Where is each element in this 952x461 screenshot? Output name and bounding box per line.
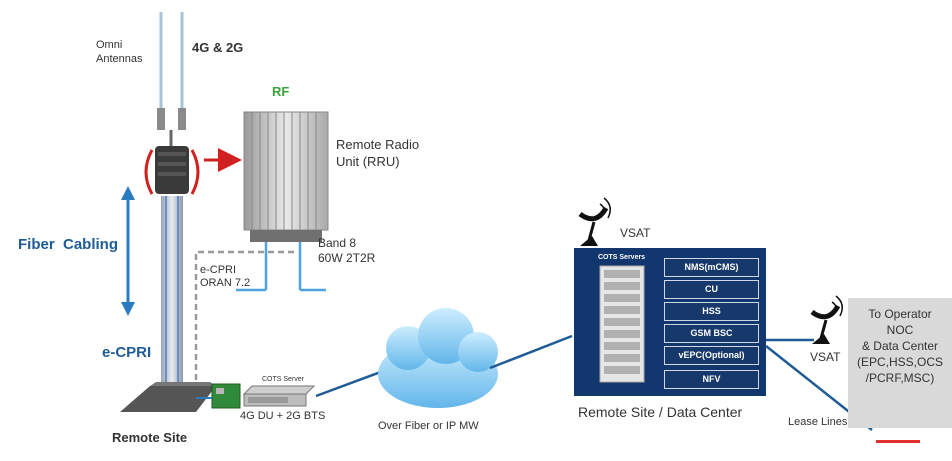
cloud-label: Over Fiber or IP MW — [378, 420, 479, 432]
vsat-right-label: VSAT — [810, 350, 841, 364]
band-4g2g-label: 4G & 2G — [192, 40, 244, 55]
link-cloud-dc — [489, 334, 573, 370]
du-bts-card — [196, 383, 241, 409]
omni-antennas — [157, 12, 186, 148]
ecpri-oran-label: e-CPRI ORAN 7.2 — [200, 264, 251, 289]
vsat-dish-top-icon — [578, 197, 611, 246]
noc-box — [848, 298, 952, 428]
rf-label: RF — [272, 84, 290, 99]
dc-item: NMS(mCMS) — [664, 258, 759, 277]
red-bracket-left — [144, 149, 154, 195]
dc-item: vEPC(Optional) — [664, 346, 759, 365]
lease-lines-label: Lease Lines — [788, 416, 848, 428]
tower-base — [120, 386, 216, 412]
red-bracket-right — [190, 149, 200, 195]
du-bts-label: 4G DU + 2G BTS — [240, 410, 326, 422]
band8-label: Band 8 60W 2T2R — [318, 236, 376, 265]
vsat-dish-right-icon — [810, 295, 843, 344]
rru-unit — [243, 111, 329, 242]
tower-top-unit — [155, 146, 189, 194]
server-rack — [599, 265, 645, 383]
fiber-cabling-arrow — [121, 186, 135, 316]
cots-servers-label: COTS Servers — [598, 254, 646, 261]
ecpri-side-label: e-CPRI — [102, 344, 152, 361]
omni-antennas-label: Omni Antennas — [96, 39, 143, 65]
dc-item: NFV — [664, 370, 759, 389]
ecpri-dashed-link — [194, 250, 296, 380]
accent-bar — [876, 440, 920, 443]
fiber-cabling-label: Fiber Cabling — [18, 236, 119, 253]
cots-server-small — [242, 385, 316, 407]
mast — [161, 196, 183, 396]
dc-item: GSM BSC — [664, 324, 759, 343]
dc-item: CU — [664, 280, 759, 299]
dc-item: HSS — [664, 302, 759, 321]
cloud — [378, 308, 498, 408]
datacenter-label: Remote Site / Data Center — [578, 404, 743, 420]
remote-site-label: Remote Site — [112, 430, 188, 445]
vsat-top-label: VSAT — [620, 226, 651, 240]
rru-label: Remote Radio Unit (RRU) — [336, 137, 420, 169]
noc-label: To Operator NOC & Data Center (EPC,HSS,O… — [856, 307, 943, 385]
cots-server-small-label: COTS Server — [262, 376, 305, 383]
link-site-cloud — [315, 368, 387, 398]
